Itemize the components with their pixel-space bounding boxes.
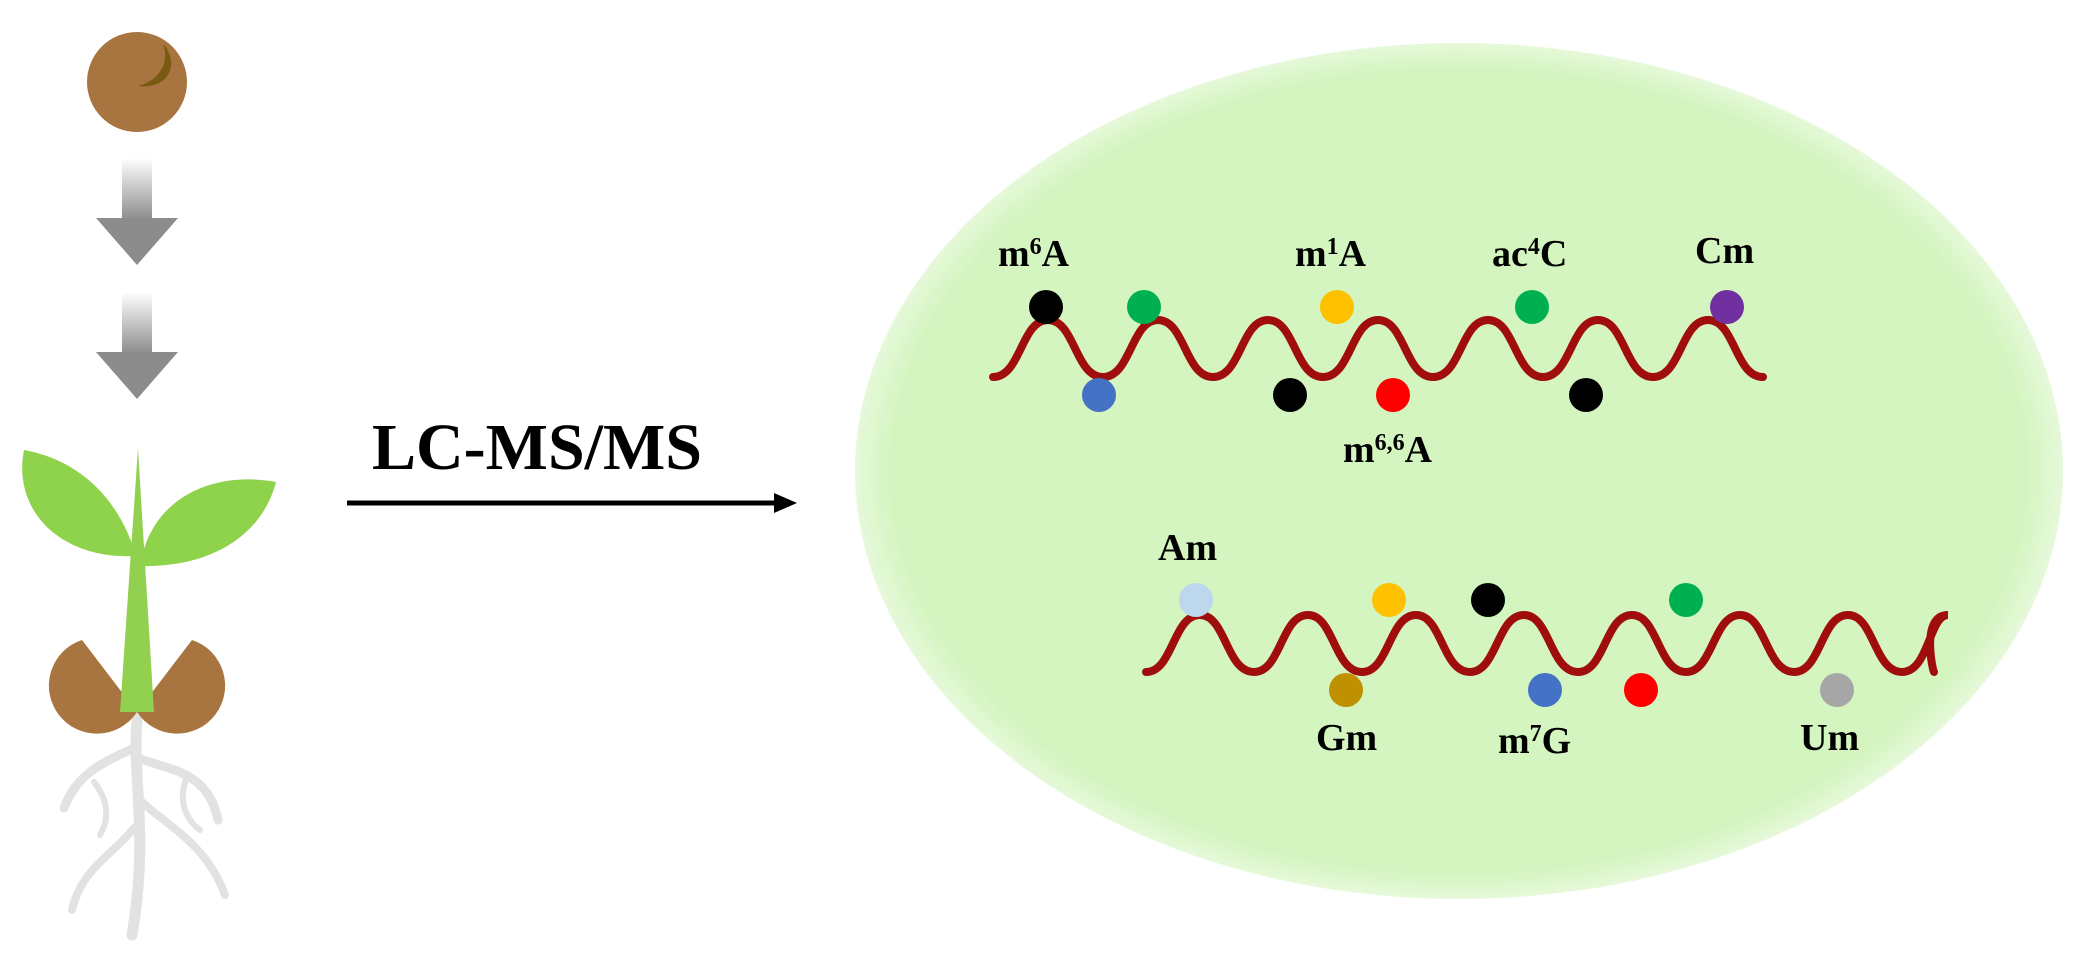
label-Um: Um — [1800, 717, 1859, 759]
rna-strand-1 — [989, 315, 1767, 382]
rna-modification-panel: m6A m1A ac4C Cm m6,6A Am Gm m7G Um — [855, 43, 2063, 899]
modification-dot — [1624, 673, 1658, 707]
strand1-dots — [1029, 290, 1744, 412]
label-Am: Am — [1158, 527, 1217, 569]
label-Gm: Gm — [1316, 717, 1377, 759]
m6A-dot — [1029, 290, 1063, 324]
modification-dot — [1082, 378, 1116, 412]
seedling-icon — [22, 448, 276, 941]
ac4C-dot — [1515, 290, 1549, 324]
label-m66A: m6,6A — [1343, 429, 1433, 471]
modification-dot — [1127, 290, 1161, 324]
right-arrow-head-icon — [774, 493, 797, 513]
label-ac4C: ac4C — [1492, 233, 1567, 275]
label-m1A: m1A — [1295, 233, 1367, 275]
down-arrow-icon — [96, 292, 178, 399]
method-label: LC-MS/MS — [372, 411, 702, 484]
m1A-dot — [1320, 290, 1354, 324]
cell-ellipse — [855, 43, 2063, 899]
seed-icon — [87, 32, 187, 132]
modification-dot — [1471, 583, 1505, 617]
Gm-dot — [1329, 673, 1363, 707]
Am-dot — [1179, 583, 1213, 617]
modification-dot — [1273, 378, 1307, 412]
seed-to-seedling-illustration — [22, 32, 276, 941]
label-m6A: m6A — [998, 233, 1070, 275]
m66A-dot — [1376, 378, 1410, 412]
Cm-dot — [1710, 290, 1744, 324]
m7G-dot — [1528, 673, 1562, 707]
method-label-group: LC-MS/MS — [347, 411, 797, 513]
modification-dot — [1569, 378, 1603, 412]
down-arrow-icon — [96, 158, 178, 265]
strand2-dots — [1179, 583, 1854, 707]
label-Cm: Cm — [1695, 230, 1754, 272]
rna-strand-2 — [1142, 610, 1950, 677]
root-icon — [59, 706, 229, 941]
Um-dot — [1820, 673, 1854, 707]
modification-dot — [1669, 583, 1703, 617]
modification-dot — [1372, 583, 1406, 617]
label-m7G: m7G — [1498, 720, 1571, 762]
